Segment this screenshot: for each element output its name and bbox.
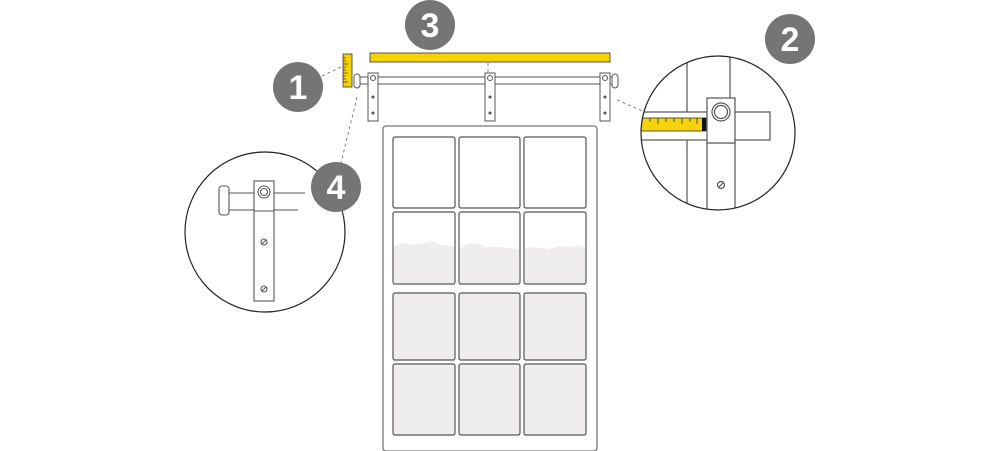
bracket-left bbox=[367, 72, 379, 122]
finial-right bbox=[611, 73, 619, 89]
step-number: 3 bbox=[421, 7, 440, 45]
curtain-rod bbox=[353, 72, 619, 122]
frosted-glass bbox=[394, 241, 585, 283]
finial-left bbox=[353, 73, 361, 89]
step-number: 4 bbox=[327, 169, 346, 207]
step-badge-3: 3 bbox=[405, 0, 455, 50]
window-illustration bbox=[382, 125, 598, 451]
detail-callout-end-bracket bbox=[184, 151, 346, 313]
tape-measure-width-icon bbox=[369, 52, 611, 63]
step-badge-4: 4 bbox=[311, 162, 361, 212]
bracket-center bbox=[484, 72, 496, 122]
lower-sash bbox=[392, 292, 587, 436]
bracket-right bbox=[599, 72, 611, 122]
detail-callout-bracket-offset bbox=[640, 55, 796, 211]
leader-lines bbox=[321, 63, 646, 164]
step-number: 2 bbox=[781, 21, 800, 59]
step-badge-1: 1 bbox=[273, 62, 323, 112]
step-number: 1 bbox=[289, 69, 308, 107]
step-badge-2: 2 bbox=[765, 14, 815, 64]
tape-measure-height-icon bbox=[342, 53, 353, 88]
